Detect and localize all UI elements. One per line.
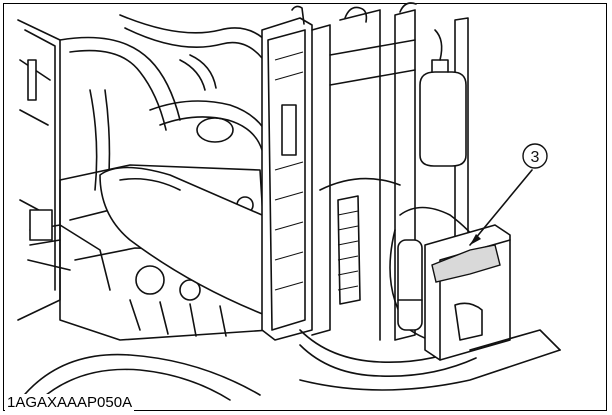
coolant-reservoir (419, 29, 467, 167)
figure-code-label: 1AGAXAAAP050A (5, 394, 135, 411)
radiator (261, 5, 313, 341)
coil-hose (319, 177, 401, 305)
side-frame (17, 19, 61, 321)
callout-number: 3 (531, 149, 540, 166)
battery-housing (424, 224, 511, 361)
fan-shroud (99, 166, 296, 316)
upper-hoses (59, 14, 271, 191)
bottom-frame (19, 329, 561, 401)
figure-frame (3, 3, 607, 411)
callout-3: 3 (469, 143, 548, 246)
